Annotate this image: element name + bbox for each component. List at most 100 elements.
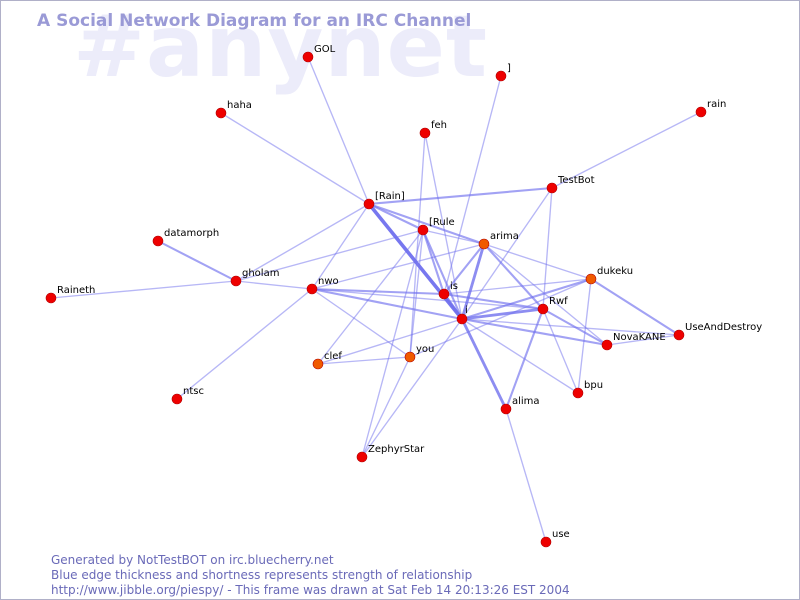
node-bpu: bpu (572, 380, 603, 399)
edge-novakane-useanddestroy (606, 334, 680, 346)
node-label: rain (707, 99, 726, 110)
edge-i-useanddestroy (461, 318, 680, 336)
node-dot (45, 292, 57, 304)
node-dot (417, 224, 429, 236)
node-ntsc: ntsc (171, 386, 204, 405)
edge-arima-is (442, 242, 486, 296)
node-useanddestroy: UseAndDestroy (673, 322, 762, 341)
edge-rain-nwo (311, 203, 370, 290)
node-label: GOL (314, 44, 336, 55)
node-dot (404, 351, 416, 363)
node-clef: clef (312, 351, 342, 370)
node-label: nwo (318, 276, 339, 287)
node-dot (546, 182, 558, 194)
edge-rain-testbot (551, 111, 702, 189)
diagram-title: A Social Network Diagram for an IRC Chan… (37, 11, 472, 31)
footer-generated-by: Generated by NotTestBOT on irc.bluecherr… (51, 553, 334, 567)
edge-ntsc-nwo (176, 288, 313, 400)
node-label: [Rain] (375, 191, 405, 202)
node-label: gholam (242, 268, 279, 279)
edge-testbot-i (461, 187, 553, 320)
edge-dukeku-bpu (577, 278, 592, 394)
node-use: use (540, 529, 570, 548)
edge-rule-is (421, 228, 446, 296)
node-dot (478, 238, 490, 250)
node-dot (312, 358, 324, 370)
edge-i-zephyrstar (361, 318, 463, 458)
node-dot (302, 51, 314, 63)
node-label: ] (507, 63, 511, 74)
edge-gholam-rule (235, 229, 424, 282)
node-dot (215, 107, 227, 119)
node-is: is (438, 281, 458, 300)
node-label: i (465, 305, 468, 316)
node-dot (495, 70, 507, 82)
node-label: bpu (584, 380, 603, 391)
edge-arima-dukeku (483, 243, 592, 280)
node-dot (419, 127, 431, 139)
footer-timestamp: http://www.jibble.org/piespy/ - This fra… (51, 583, 570, 597)
edge-arima-nwo (311, 243, 485, 290)
node-dot (152, 235, 164, 247)
edge-arima-novakane (483, 243, 608, 346)
node-dot (673, 329, 685, 341)
node-label: clef (324, 351, 342, 362)
node-label: UseAndDestroy (685, 322, 762, 333)
node-label: you (416, 344, 434, 355)
edge-dukeku-useanddestroy (589, 277, 681, 337)
edge-i-clef (317, 318, 463, 365)
edge-nwo-i (310, 287, 464, 321)
node-rule: [Rule (417, 217, 455, 236)
node-alima: alima (500, 396, 540, 415)
edge-bracket-is (443, 75, 502, 295)
node-dot (456, 313, 468, 325)
footer-legend-note: Blue edge thickness and shortness repres… (51, 568, 473, 582)
node-novakane: NovaKANE (601, 332, 666, 351)
node-dot (230, 275, 242, 287)
node-dot (601, 339, 613, 351)
node-label: ZephyrStar (368, 444, 425, 455)
edge-rain-gholam (235, 203, 370, 282)
edge-i-novakane (460, 317, 609, 347)
node-label: dukeku (597, 266, 633, 277)
edge-gol-rain (307, 56, 370, 205)
node-dot (306, 283, 318, 295)
node-feh: feh (419, 120, 447, 139)
edge-arima-i (460, 242, 486, 321)
edge-rule-zephyrstar (361, 229, 424, 458)
node-rwf: Rwf (537, 296, 568, 315)
node-nwo: nwo (306, 276, 339, 295)
node-you: you (404, 344, 434, 363)
edge-feh-i (424, 132, 463, 320)
edge-nwo-you (311, 288, 411, 358)
node-testbot: TestBot (546, 175, 595, 194)
edge-rule-clef (317, 229, 424, 365)
edge-i-bpu (461, 318, 579, 394)
node-bracket: ] (495, 63, 511, 82)
node-rain: [Rain] (363, 191, 405, 210)
edge-feh-you (409, 132, 426, 358)
node-rain: rain (695, 99, 726, 118)
node-label: alima (512, 396, 540, 407)
edge-rwf-i (460, 307, 545, 321)
node-label: TestBot (557, 175, 595, 186)
node-label: arima (490, 231, 519, 242)
footer: Generated by NotTestBOT on irc.bluecherr… (51, 553, 570, 598)
node-dot (438, 288, 450, 300)
node-haha: haha (215, 100, 252, 119)
edge-you-zephyrstar (361, 356, 411, 458)
edge-nwo-is (310, 287, 446, 296)
edge-dukeku-is (443, 278, 592, 295)
node-dot (363, 198, 375, 210)
node-arima: arima (478, 231, 519, 250)
node-label: is (450, 281, 458, 292)
node-label: NovaKANE (613, 332, 666, 343)
edge-nwo-rwf (311, 288, 544, 310)
edge-testbot-rain (367, 186, 554, 206)
edge-is-rwf (442, 292, 545, 311)
node-label: use (552, 529, 570, 540)
node-zephyrstar: ZephyrStar (356, 444, 425, 463)
node-label: haha (227, 100, 252, 111)
